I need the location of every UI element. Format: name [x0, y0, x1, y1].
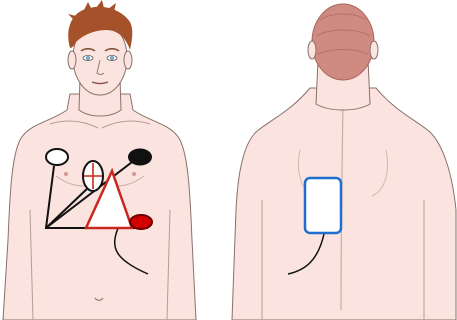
torso-back-figure — [232, 4, 456, 320]
back-torso — [232, 88, 456, 320]
electrode-neutral — [83, 161, 103, 191]
back-head — [312, 4, 374, 80]
electrode-red — [130, 215, 152, 229]
back-electrode-pad — [305, 178, 341, 233]
electrode-black — [129, 150, 151, 165]
torso-front-figure — [3, 0, 196, 320]
electrode-white — [46, 149, 68, 165]
